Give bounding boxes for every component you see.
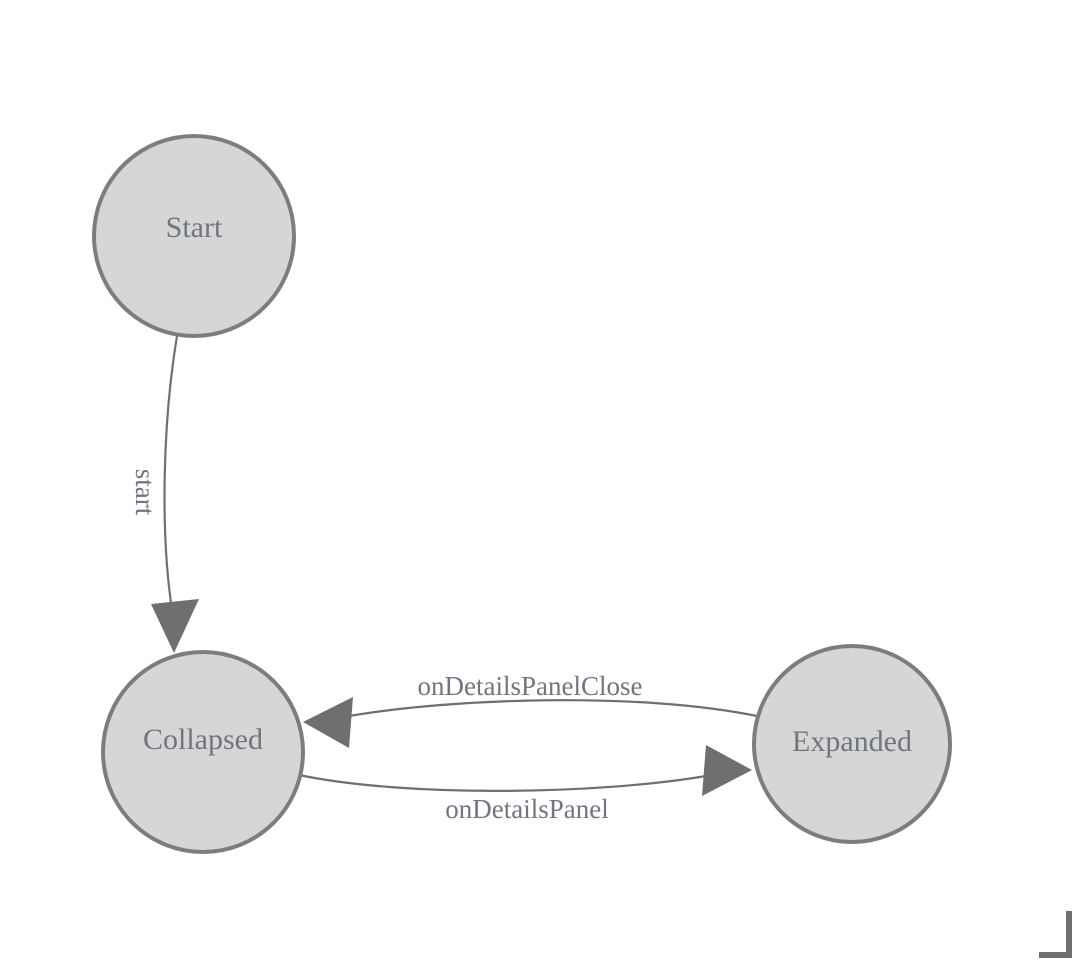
node-start-circle	[92, 134, 296, 338]
edge-label-on-details-panel-close: onDetailsPanelClose	[418, 671, 643, 701]
edge-label-start: start	[130, 469, 160, 516]
node-expanded[interactable]: Expanded	[752, 644, 952, 844]
node-start[interactable]: Start	[92, 134, 296, 338]
corner-artifact-vertical	[1066, 911, 1072, 958]
node-start-label: Start	[166, 211, 223, 244]
edge-expanded-collapsed-arrowhead	[303, 697, 353, 748]
edge-expanded-collapsed-path	[348, 699, 758, 718]
node-collapsed[interactable]: Collapsed	[101, 650, 305, 854]
node-collapsed-label: Collapsed	[143, 723, 263, 756]
node-expanded-label: Expanded	[792, 725, 912, 758]
edge-start-collapsed[interactable]: start	[130, 335, 199, 653]
node-collapsed-circle	[101, 650, 305, 854]
edge-collapsed-expanded-path	[298, 773, 707, 792]
edge-collapsed-expanded-arrowhead	[702, 745, 752, 796]
edge-collapsed-expanded[interactable]: onDetailsPanel	[298, 745, 752, 824]
edge-label-on-details-panel: onDetailsPanel	[445, 794, 608, 824]
edge-start-collapsed-arrowhead	[151, 599, 199, 653]
corner-artifact-horizontal	[1039, 952, 1072, 958]
node-expanded-circle	[752, 644, 952, 844]
edge-start-collapsed-path	[163, 335, 179, 611]
edge-expanded-collapsed[interactable]: onDetailsPanelClose	[303, 671, 758, 748]
